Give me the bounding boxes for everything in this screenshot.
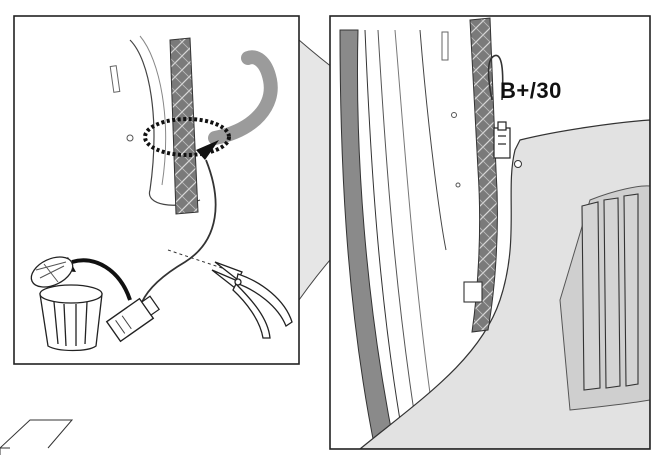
connector-label: B+/30 [500, 78, 562, 104]
harness-clip [464, 282, 482, 302]
floor-ribs [582, 194, 638, 390]
b30-connector [494, 122, 510, 158]
detail-panel [14, 16, 299, 364]
page-corner-marker [0, 420, 72, 448]
main-view [330, 16, 650, 449]
